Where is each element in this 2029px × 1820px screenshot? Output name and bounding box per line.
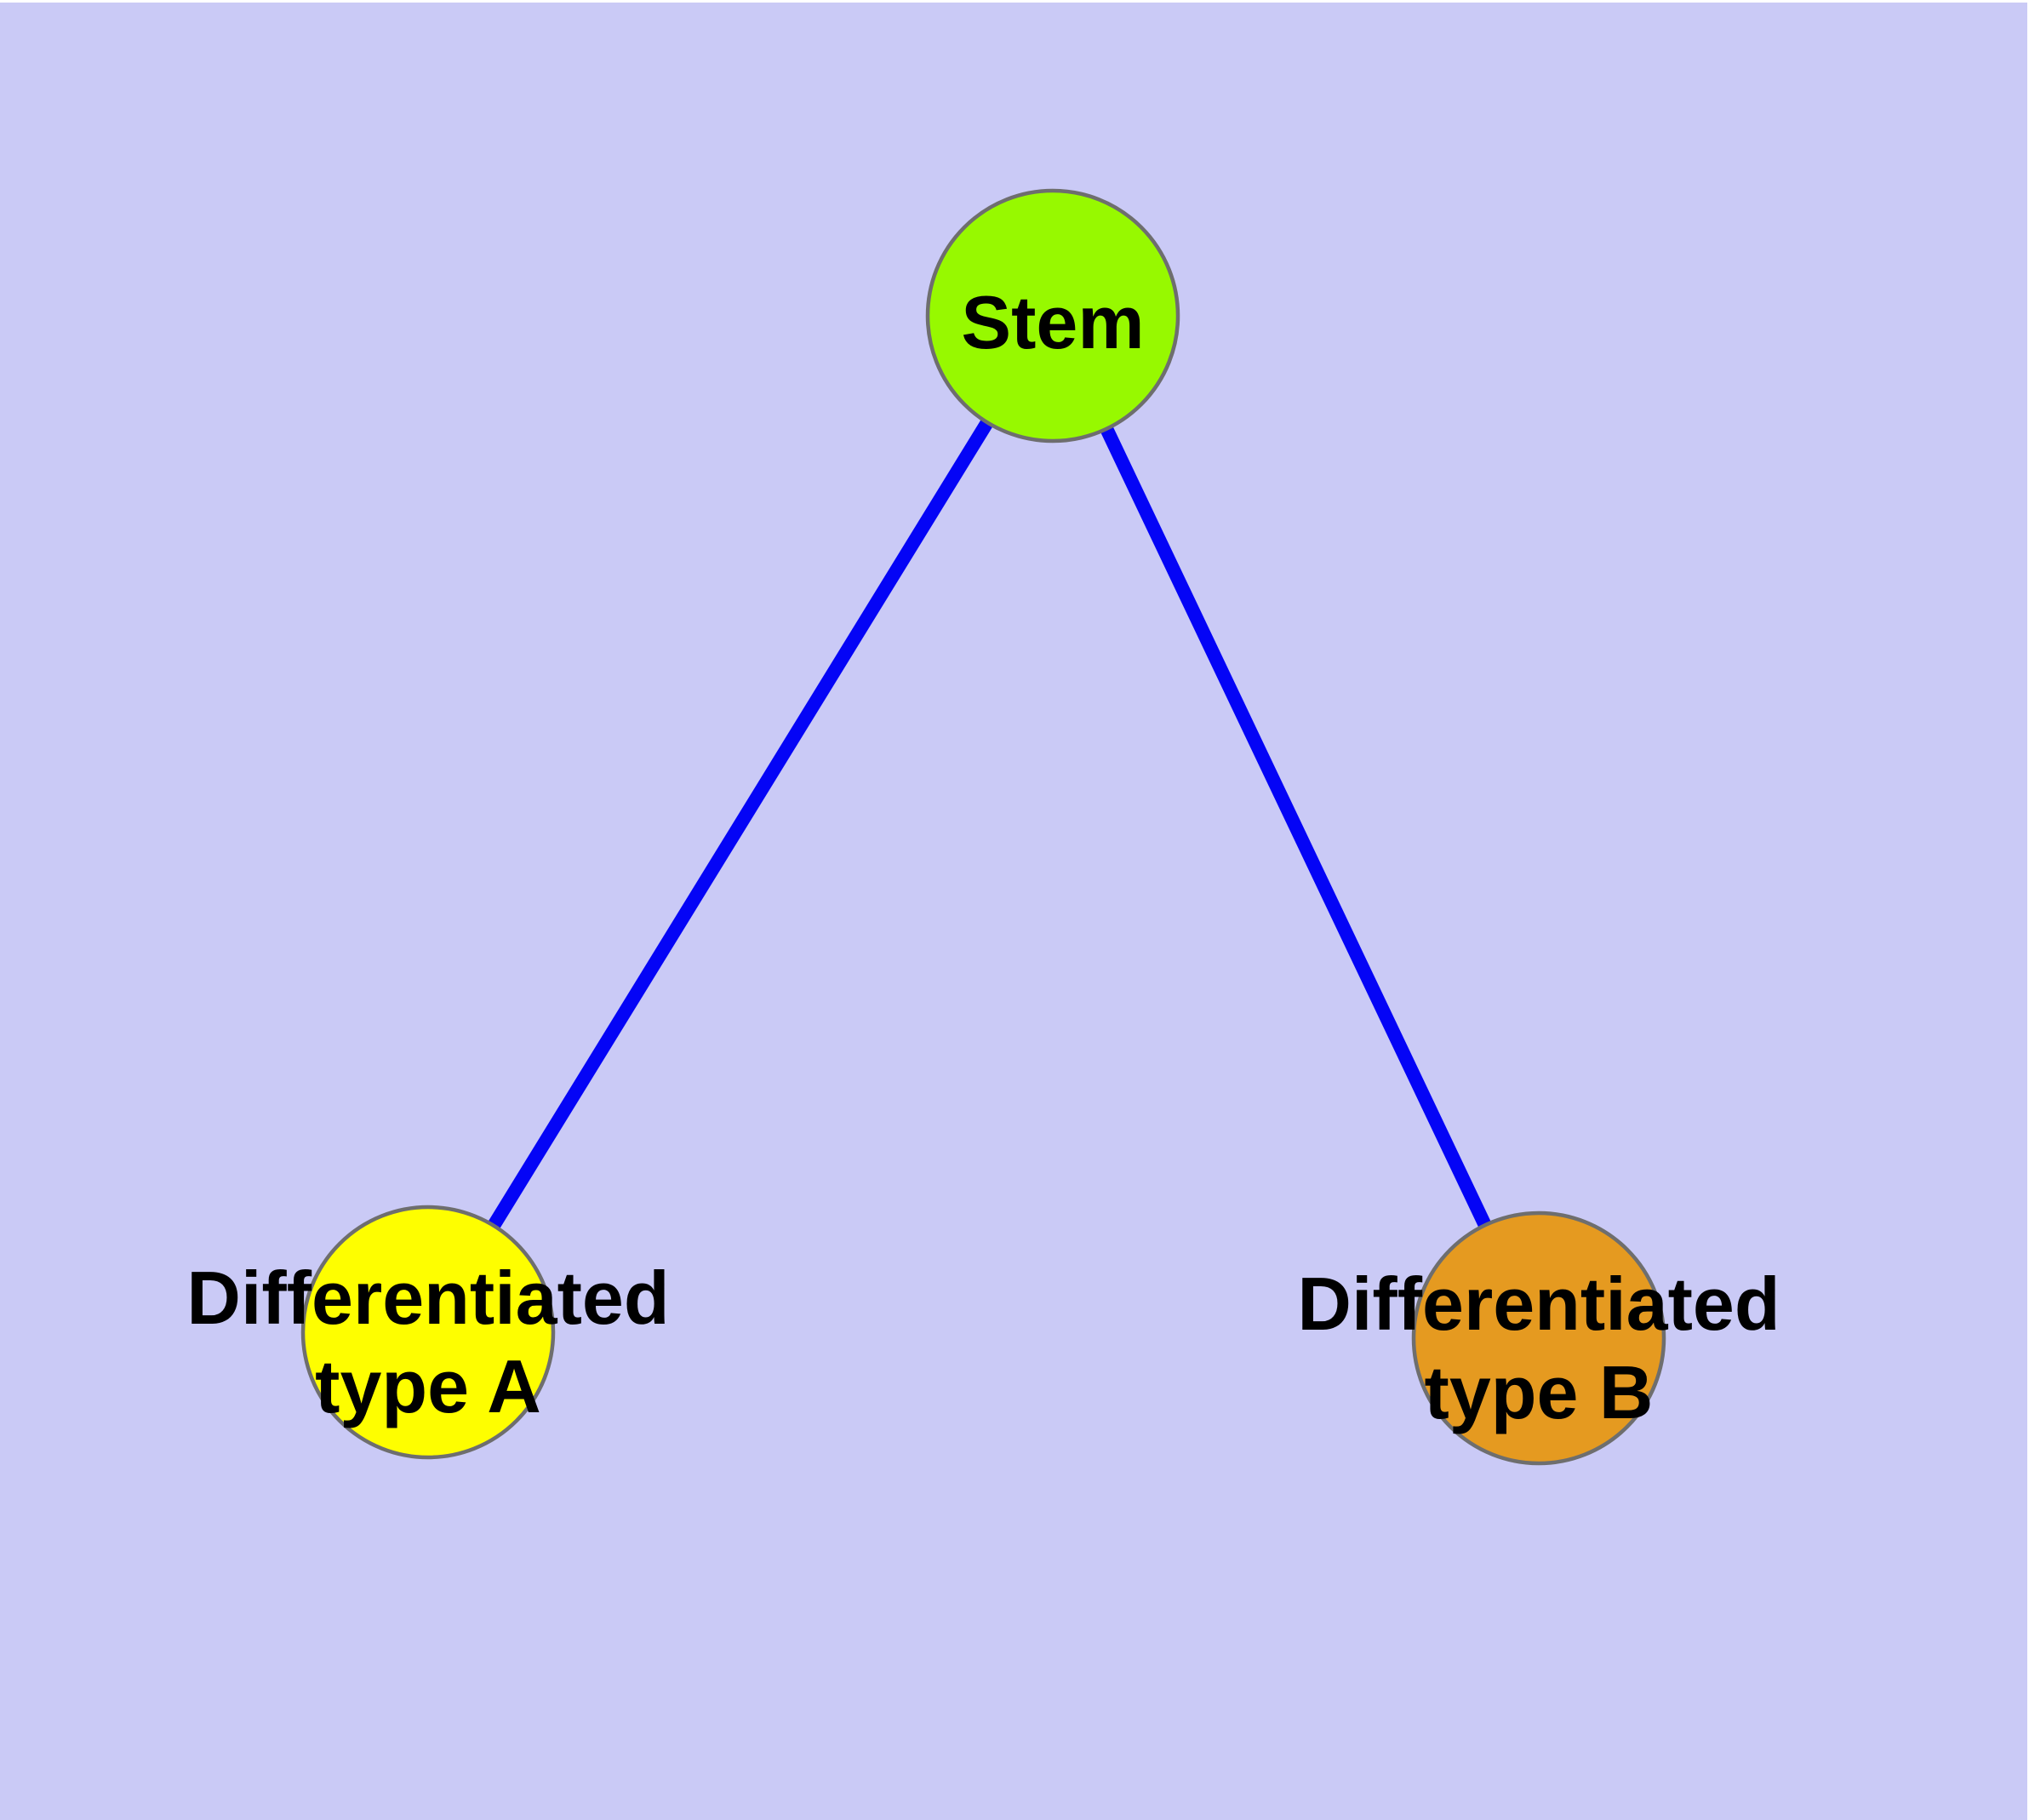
- node-stem[interactable]: [925, 188, 1180, 444]
- node-type-b[interactable]: [1411, 1210, 1666, 1466]
- page-border-top: [0, 0, 2029, 3]
- node-type-a[interactable]: [300, 1205, 556, 1460]
- edge-stem-to-type-b: [1046, 312, 1546, 1342]
- page-border-right: [2027, 0, 2029, 1820]
- edge-stem-to-type-a: [422, 312, 1059, 1336]
